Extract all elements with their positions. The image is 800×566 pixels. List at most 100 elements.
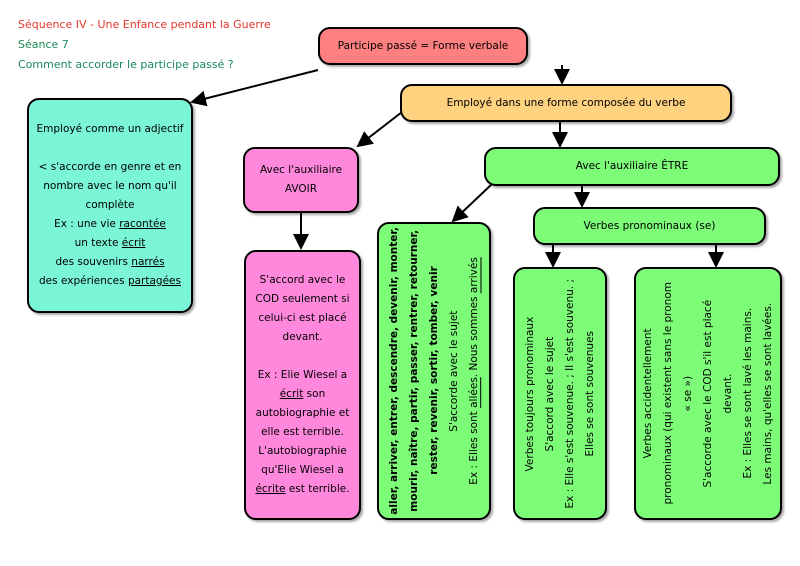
- node-text: S'accord avec le COD seulement si celui-ci…: [255, 271, 349, 499]
- seance-title: Séance 7: [18, 38, 69, 51]
- underlined-participle: partagées: [127, 275, 181, 287]
- text-segment: Ex : une vie: [54, 218, 120, 230]
- text-segment: S'accord avec le sujet: [544, 336, 556, 451]
- text-segment: . Nous sommes: [468, 293, 480, 378]
- text-segment: Ex : Elles sont: [468, 407, 480, 485]
- underlined-participle: écrite: [255, 483, 286, 495]
- text-line: S'accorde avec le sujet: [444, 227, 464, 515]
- text-line: devant.: [255, 328, 349, 347]
- text-line: S'accorde avec le COD s'il est placé: [698, 282, 718, 505]
- text-segment: Ex : Elles se sont lavé les mains.: [742, 308, 754, 479]
- text-line: un texte écrit: [37, 234, 184, 253]
- text-line: aller, arriver, entrer, descendre, deven…: [384, 227, 404, 515]
- node-etre: Avec l'auxiliaire ÊTRE: [484, 147, 780, 186]
- text-segment: Les mains, qu'elles se sont lavées.: [762, 302, 774, 485]
- underlined-participle: allées: [468, 377, 480, 408]
- text-line: rester, revenir, sortir, tomber, venir: [424, 227, 444, 515]
- text-segment: mourir, naître, partir, passer, rentrer,…: [408, 230, 420, 512]
- text-segment: S'accorde avec le COD s'il est placé: [702, 299, 714, 488]
- text-segment: [301, 350, 304, 362]
- text-line: Ex : une vie racontée: [37, 215, 184, 234]
- text-segment: Avec l'auxiliaire ÊTRE: [575, 160, 689, 172]
- text-segment: Employé comme un adjectif: [36, 123, 184, 135]
- text-line: S'accord avec le: [255, 271, 349, 290]
- node-pronominaux: Verbes pronominaux (se): [533, 207, 766, 245]
- text-line: devant.: [718, 282, 738, 505]
- lesson-question: Comment accorder le participe passé ?: [18, 58, 234, 71]
- text-segment: AVOIR: [284, 183, 318, 195]
- text-segment: est terrible.: [285, 483, 350, 495]
- text-segment: un texte: [74, 237, 122, 249]
- node-etre-verbes: aller, arriver, entrer, descendre, deven…: [377, 222, 491, 520]
- text-line: Avec l'auxiliaire ÊTRE: [576, 157, 688, 176]
- text-segment: rester, revenir, sortir, tomber, venir: [428, 266, 440, 476]
- text-segment: S'accord avec le: [259, 274, 346, 286]
- text-line: celui-ci est placé: [255, 309, 349, 328]
- node-text: Verbes pronominaux (se): [584, 217, 716, 236]
- text-segment: Ex : Elie Wiesel a: [257, 369, 348, 381]
- text-line: Verbes pronominaux (se): [584, 217, 716, 236]
- text-line: écrite est terrible.: [255, 480, 349, 499]
- text-line: qu'Elie Wiesel a: [255, 461, 349, 480]
- text-segment: Elles se sont souvenues: [584, 330, 596, 457]
- text-segment: autobiographie et: [255, 407, 350, 419]
- text-segment: Ex : Elle s'est souvenue. ; Il s'est sou…: [564, 278, 576, 509]
- underlined-participle: écrit: [279, 388, 304, 400]
- text-segment: L'autobiographie: [258, 445, 347, 457]
- node-forme-composee: Employé dans une forme composée du verbe: [400, 84, 732, 122]
- text-line: Employé dans une forme composée du verbe: [447, 94, 686, 113]
- text-line: COD seulement si: [255, 290, 349, 309]
- text-line: Verbes accidentellement: [638, 282, 658, 505]
- text-segment: devant.: [282, 331, 323, 343]
- text-segment: Avec l'auxiliaire: [259, 164, 343, 176]
- node-text: Employé dans une forme composée du verbe: [447, 94, 686, 113]
- text-segment: S'accorde avec le sujet: [448, 310, 460, 432]
- node-text: Avec l'auxiliaire ÊTRE: [576, 157, 688, 176]
- text-line: des souvenirs narrés: [37, 253, 184, 272]
- text-line: Ex : Elie Wiesel a: [255, 366, 349, 385]
- node-adjectif: Employé comme un adjectif < s'accorde en…: [27, 98, 193, 313]
- text-segment: Participe passé = Forme verbale: [337, 39, 509, 52]
- underlined-participle: écrit: [121, 237, 146, 249]
- text-line: L'autobiographie: [255, 442, 349, 461]
- node-text: aller, arriver, entrer, descendre, deven…: [384, 227, 484, 515]
- text-line: écrit son: [255, 385, 349, 404]
- text-line: nombre avec le nom qu'il: [37, 177, 184, 196]
- text-line: [37, 139, 184, 158]
- text-line: mourir, naître, partir, passer, rentrer,…: [404, 227, 424, 515]
- node-text: Employé comme un adjectif < s'accorde en…: [37, 120, 184, 291]
- underlined-participle: narrés: [131, 256, 165, 268]
- text-segment: aller, arriver, entrer, descendre, deven…: [388, 227, 400, 515]
- text-segment: nombre avec le nom qu'il: [43, 180, 177, 192]
- text-line: Avec l'auxiliaire: [260, 161, 342, 180]
- text-line: AVOIR: [260, 180, 342, 199]
- text-line: « se »): [678, 282, 698, 505]
- text-segment: des souvenirs: [55, 256, 132, 268]
- text-segment: son: [303, 388, 326, 400]
- text-segment: < s'accorde en genre et en: [38, 161, 182, 173]
- text-segment: COD seulement si: [255, 293, 350, 305]
- text-segment: [108, 142, 111, 154]
- text-segment: Verbes accidentellement: [642, 328, 654, 459]
- text-segment: Verbes pronominaux (se): [583, 219, 716, 232]
- sequence-title: Séquence IV - Une Enfance pendant la Gue…: [18, 18, 271, 31]
- text-segment: complète: [85, 199, 135, 211]
- text-line: Ex : Elles se sont lavé les mains.: [738, 282, 758, 505]
- node-text: Participe passé = Forme verbale: [338, 37, 509, 56]
- text-segment: des expériences: [39, 275, 128, 287]
- text-line: Verbes toujours pronominaux: [520, 279, 540, 508]
- text-line: des expériences partagées: [37, 272, 184, 291]
- arrow-composee-avoir: [356, 111, 403, 148]
- text-line: Participe passé = Forme verbale: [338, 37, 509, 56]
- text-line: autobiographie et: [255, 404, 350, 423]
- text-segment: Employé dans une forme composée du verbe: [446, 96, 686, 109]
- underlined-participle: arrivés: [468, 257, 480, 294]
- text-segment: devant.: [722, 373, 734, 414]
- text-segment: Verbes toujours pronominaux: [524, 316, 536, 471]
- text-line: Les mains, qu'elles se sont lavées.: [758, 282, 778, 505]
- text-segment: elle est terrible.: [261, 426, 344, 438]
- text-line: [255, 347, 349, 366]
